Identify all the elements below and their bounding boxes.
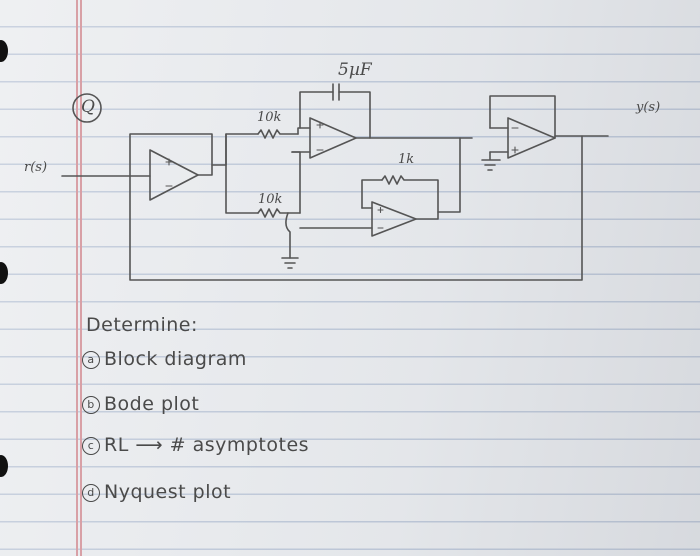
task-text: RL ⟶ # asymptotes xyxy=(104,434,310,456)
opamp-4-inputs xyxy=(459,127,509,153)
resistor-top-label: 10k xyxy=(257,110,282,125)
opamp-1 xyxy=(149,149,199,201)
capacitor xyxy=(332,83,340,101)
resistor-top xyxy=(257,129,299,139)
resistor-right-label: 1k xyxy=(398,152,415,167)
task-marker: b xyxy=(82,395,100,414)
task-text: Nyquest plot xyxy=(104,481,232,503)
ground-symbol-2 xyxy=(481,151,501,171)
task-marker: c xyxy=(82,436,100,455)
wire-to-r1 xyxy=(211,133,259,166)
task-text: Bode plot xyxy=(104,393,200,415)
problem-number: Q xyxy=(81,97,95,117)
capacitor-label: 5µF xyxy=(338,60,372,80)
opamp-3-feedback xyxy=(361,179,383,209)
opamp-1-feedback xyxy=(129,133,583,281)
ground-symbol xyxy=(281,257,299,269)
resistor-bottom-label: 10k xyxy=(258,192,283,207)
task-heading: Determine: xyxy=(86,314,198,336)
input-label: r(s) xyxy=(24,160,48,175)
opamp-3 xyxy=(371,201,417,237)
ground-wire xyxy=(285,212,291,259)
wire-to-opamp2-minus xyxy=(291,151,301,214)
task-marker: a xyxy=(82,350,100,369)
binder-hole xyxy=(0,455,8,477)
opamp-4 xyxy=(507,117,556,159)
margin-line xyxy=(76,0,78,556)
task-marker: d xyxy=(82,483,100,502)
resistor-bottom xyxy=(257,208,301,218)
capacitor-wire xyxy=(299,91,371,139)
opamp-2 xyxy=(309,117,357,159)
problem-number-circle xyxy=(72,93,102,123)
task-text: Block diagram xyxy=(104,348,247,370)
binder-hole xyxy=(0,40,8,62)
binder-hole xyxy=(0,262,8,284)
margin-line xyxy=(80,0,82,556)
opamp-4-feedback xyxy=(489,95,556,139)
wire-bus-right xyxy=(437,137,461,213)
wire-left-down xyxy=(225,133,259,214)
output-label: y(s) xyxy=(636,100,661,115)
resistor-right xyxy=(381,175,439,220)
opamp-2-inputs xyxy=(291,127,311,153)
